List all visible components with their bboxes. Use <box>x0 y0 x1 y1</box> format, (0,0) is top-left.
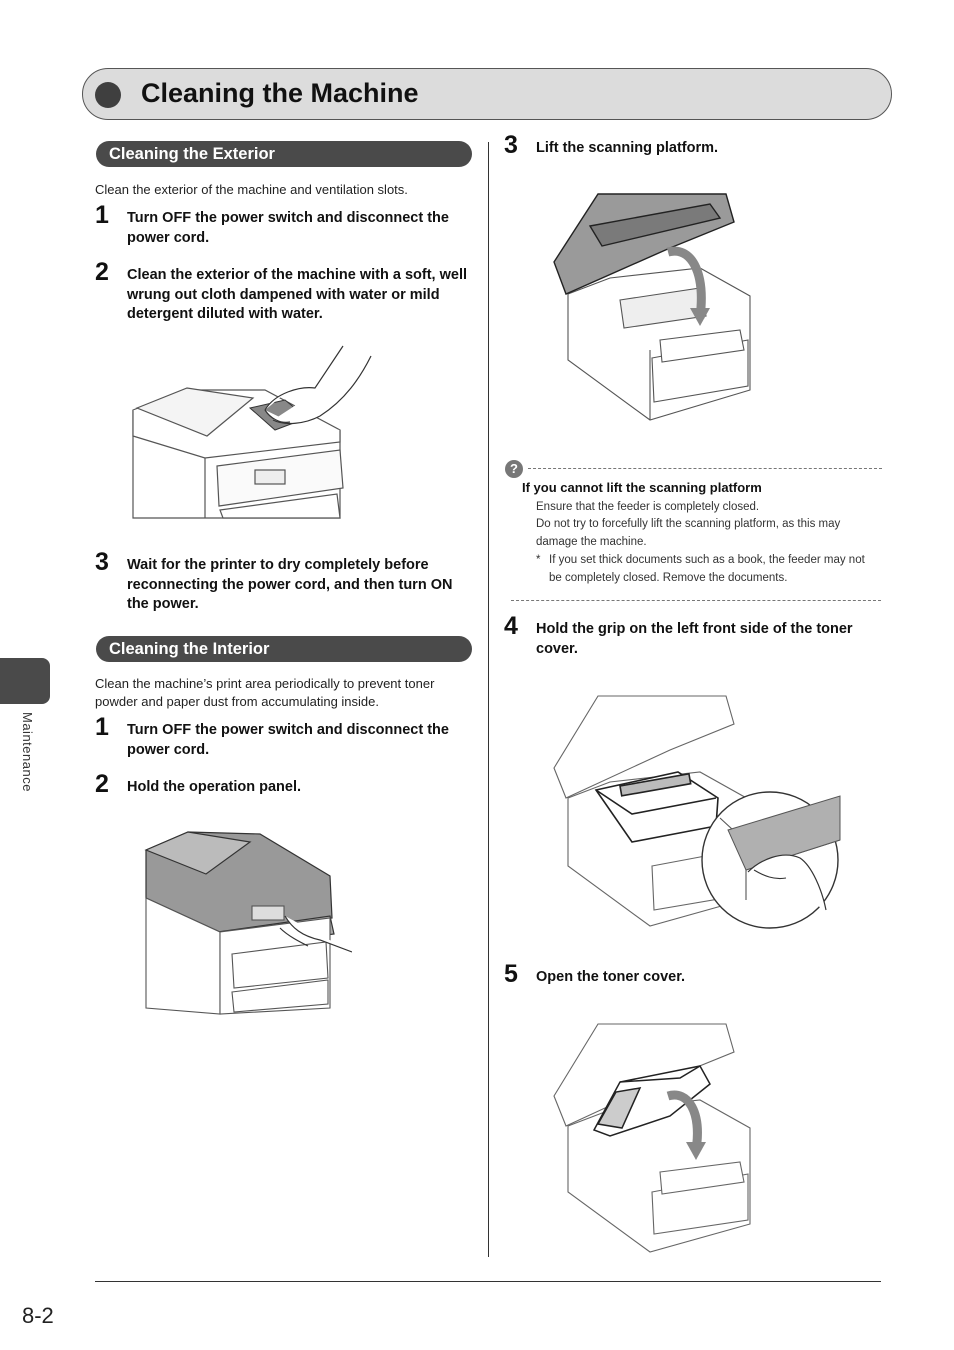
exterior-step-3-text: Wait for the printer to dry completely b… <box>127 557 453 612</box>
title-bullet-icon <box>95 82 121 108</box>
exterior-step-1-text: Turn OFF the power switch and disconnect… <box>127 210 449 246</box>
interior-step-4-number: 4 <box>504 612 518 640</box>
illustration-hold-toner-cover-grip <box>553 695 841 929</box>
note-bottom-rule <box>511 600 881 601</box>
exterior-step-3-number: 3 <box>95 548 109 576</box>
chapter-tab <box>0 658 50 704</box>
interior-step-5-text: Open the toner cover. <box>536 969 686 985</box>
note-footnote: If you set thick documents such as a boo… <box>549 554 865 584</box>
exterior-step-2-number: 2 <box>95 258 109 286</box>
interior-step-2-number: 2 <box>95 770 109 798</box>
footer-rule <box>95 1281 881 1282</box>
illustration-hold-operation-panel <box>144 831 352 1015</box>
page-title: Cleaning the Machine <box>141 78 419 108</box>
note-top-rule <box>528 468 882 469</box>
note-line-1: Ensure that the feeder is completely clo… <box>536 501 760 513</box>
interior-intro: Clean the machine’s print area periodica… <box>95 676 435 709</box>
interior-step-5-number: 5 <box>504 960 518 988</box>
note-title: If you cannot lift the scanning platform <box>522 480 762 495</box>
illustration-wipe-exterior <box>132 345 372 519</box>
section-header-interior: Cleaning the Interior <box>96 636 472 662</box>
illustration-lift-scanning-platform <box>553 193 751 421</box>
note-footnote-mark: * <box>536 554 541 566</box>
exterior-intro: Clean the exterior of the machine and ve… <box>95 182 408 197</box>
page-number: 8-2 <box>22 1303 54 1328</box>
column-divider <box>488 142 489 1257</box>
section-header-exterior: Cleaning the Exterior <box>96 141 472 167</box>
note-question-icon: ? <box>505 460 523 478</box>
interior-step-2-text: Hold the operation panel. <box>127 779 302 795</box>
note-line-2: Do not try to forcefully lift the scanni… <box>536 518 841 548</box>
exterior-step-2-text: Clean the exterior of the machine with a… <box>127 267 468 322</box>
interior-step-3-text: Lift the scanning platform. <box>536 140 719 156</box>
illustration-open-toner-cover <box>553 1023 751 1253</box>
page-title-bar: Cleaning the Machine <box>82 68 892 120</box>
chapter-label: Maintenance <box>20 712 35 792</box>
exterior-step-1-number: 1 <box>95 201 109 229</box>
interior-step-4-text: Hold the grip on the left front side of … <box>536 621 853 657</box>
interior-step-3-number: 3 <box>504 131 518 159</box>
interior-step-1-text: Turn OFF the power switch and disconnect… <box>127 722 449 758</box>
interior-step-1-number: 1 <box>95 713 109 741</box>
